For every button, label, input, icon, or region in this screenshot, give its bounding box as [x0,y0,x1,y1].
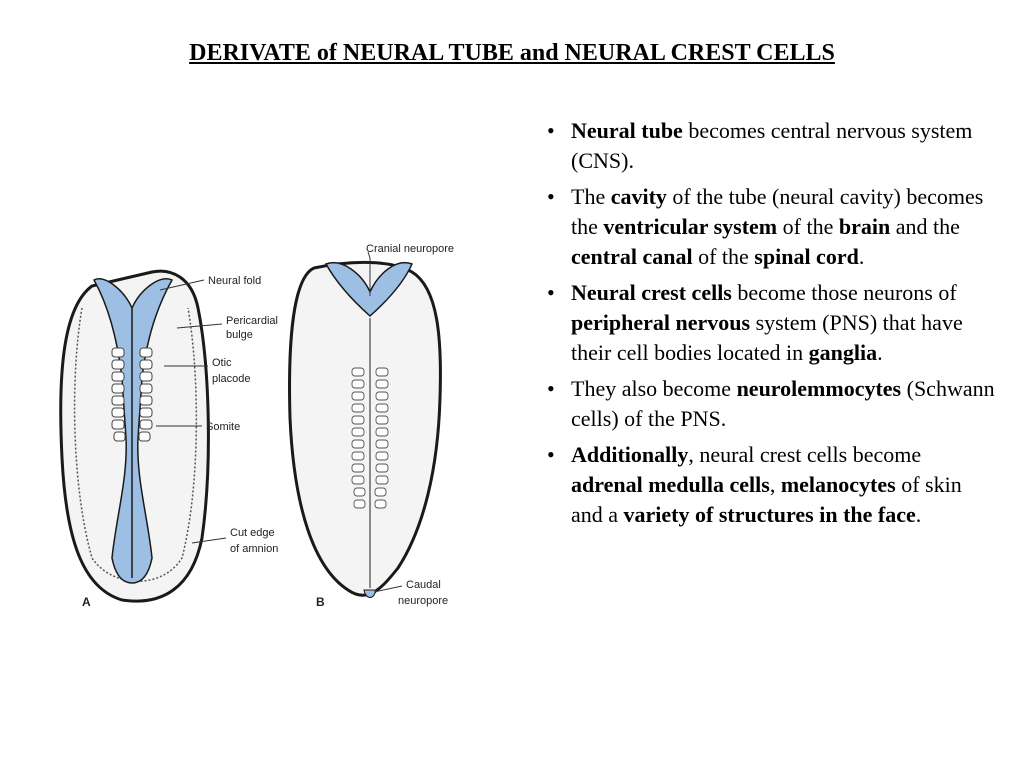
bullet-item: • Additionally, neural crest cells becom… [545,440,995,530]
bullet-text-bold: Additionally [571,442,689,467]
bullet-text-bold: peripheral nervous [571,310,751,335]
bullet-dot-icon: • [547,442,555,467]
bullet-text: of skin and a [571,472,962,527]
bullet-text: (Schwann cells) of the PNS. [571,376,995,431]
label-pericardial-2: bulge [226,329,253,341]
bullet-text: of the [692,244,755,269]
label-caudal-2: neuropore [398,595,448,607]
bullet-text-bold: Neural crest cells [571,280,732,305]
bullet-text-bold: central canal [571,244,693,269]
label-neural-fold: Neural fold [208,275,261,287]
bullet-dot-icon: • [547,376,555,401]
embryo-figure: Neural fold Pericardial bulge Otic placo… [52,238,484,616]
bullet-text: of the [777,214,839,239]
bullet-text: The [571,184,611,209]
page-title: DERIVATE of NEURAL TUBE and NEURAL CREST… [189,40,835,66]
bullet-text: becomes central nervous system (CNS). [571,118,973,173]
bullet-text-bold: spinal cord [754,244,859,269]
bullet-text-bold: adrenal medulla cells [571,472,770,497]
bullet-text: They also become [571,376,737,401]
label-otic-1: Otic [212,357,232,369]
label-panel-b: B [316,595,325,609]
bullet-text: system (PNS) that have their cell bodies… [571,310,963,365]
bullet-text: and the [890,214,960,239]
bullet-text-bold: ventricular system [603,214,778,239]
embryo-a-drawing [59,269,227,603]
bullet-dot-icon: • [547,118,555,143]
bullet-text-bold: melanocytes [780,472,896,497]
bullet-item: • They also become neurolemmocytes (Schw… [545,374,995,434]
bullet-text: of the tube (neural cavity) becomes the [571,184,984,239]
bullet-text-bold: Neural tube [571,118,683,143]
bullet-item: • Neural tube becomes central nervous sy… [545,116,995,176]
bullet-item: • Neural crest cells become those neuron… [545,278,995,368]
bullet-text-bold: brain [838,214,891,239]
bullet-text-bold: variety of structures in the face [623,502,916,527]
label-cut-edge-1: Cut edge [230,527,275,539]
bullet-list: • Neural tube becomes central nervous sy… [545,116,995,536]
bullet-text-bold: neurolemmocytes [736,376,902,401]
label-pericardial-1: Pericardial [226,315,278,327]
bullet-text: , neural crest cells become [688,442,922,467]
bullet-text: . [877,340,883,365]
label-somite: Somite [206,421,240,433]
bullet-text: . [858,244,865,269]
bullet-text: , [769,472,781,497]
bullet-item: • The cavity of the tube (neural cavity)… [545,182,995,272]
label-otic-2: placode [212,373,251,385]
bullet-dot-icon: • [547,280,555,305]
embryo-illustration: Neural fold Pericardial bulge Otic placo… [59,243,454,609]
bullet-text: . [915,502,922,527]
bullet-text-bold: ganglia [808,340,878,365]
bullet-text: become those neurons of [731,280,957,305]
bullet-dot-icon: • [547,184,555,209]
label-cut-edge-2: of amnion [230,543,278,555]
embryo-b-drawing [288,251,442,598]
label-caudal-1: Caudal [406,579,441,591]
label-cranial-neuropore: Cranial neuropore [366,243,454,255]
label-panel-a: A [82,595,91,609]
bullet-text-bold: cavity [610,184,667,209]
